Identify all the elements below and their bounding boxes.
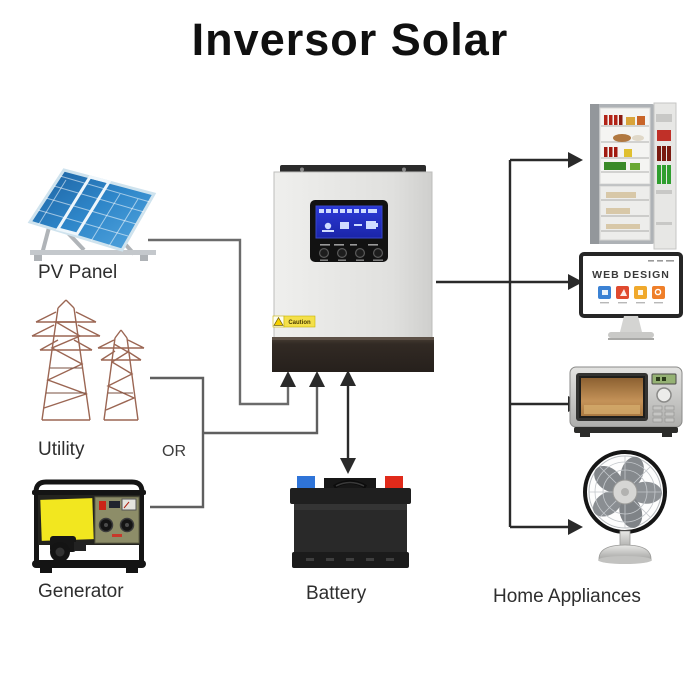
fridge-icon [590, 102, 677, 250]
battery-label: Battery [306, 583, 367, 604]
button-sublabels [320, 259, 383, 261]
pv-to-inverter-line [148, 238, 290, 406]
arrow-battery-down [340, 458, 356, 474]
microwave-icon [569, 366, 683, 437]
generator-label: Generator [38, 581, 124, 602]
fan-icon [583, 450, 667, 564]
utility-label: Utility [38, 439, 85, 460]
home-appliances-label: Home Appliances [493, 586, 641, 607]
warning-icon [273, 316, 284, 326]
monitor-screen-text: WEB DESIGN [592, 269, 670, 281]
button-labels [320, 244, 378, 246]
microwave-dial[interactable] [656, 387, 672, 403]
utility-tower-icon [31, 299, 145, 421]
inverter-icon: Caution [272, 165, 434, 372]
fridge-contents [604, 115, 645, 170]
lcd-glyphs [319, 209, 378, 232]
control-buttons[interactable] [318, 247, 383, 258]
caution-sticker: Caution [272, 315, 316, 328]
inverter-heatsink [272, 337, 434, 372]
pv-panel-label: PV Panel [38, 262, 118, 283]
solar-panel-icon [27, 168, 157, 261]
page-title: Inversor Solar [191, 14, 509, 65]
caution-label: Caution [288, 320, 311, 326]
microwave-panel [651, 373, 677, 423]
monitor-icon: WEB DESIGN [579, 252, 683, 340]
monitor-app-tiles [598, 286, 665, 304]
battery-icon [290, 476, 411, 568]
generator-icon [32, 479, 146, 573]
or-label: OR [162, 443, 186, 460]
